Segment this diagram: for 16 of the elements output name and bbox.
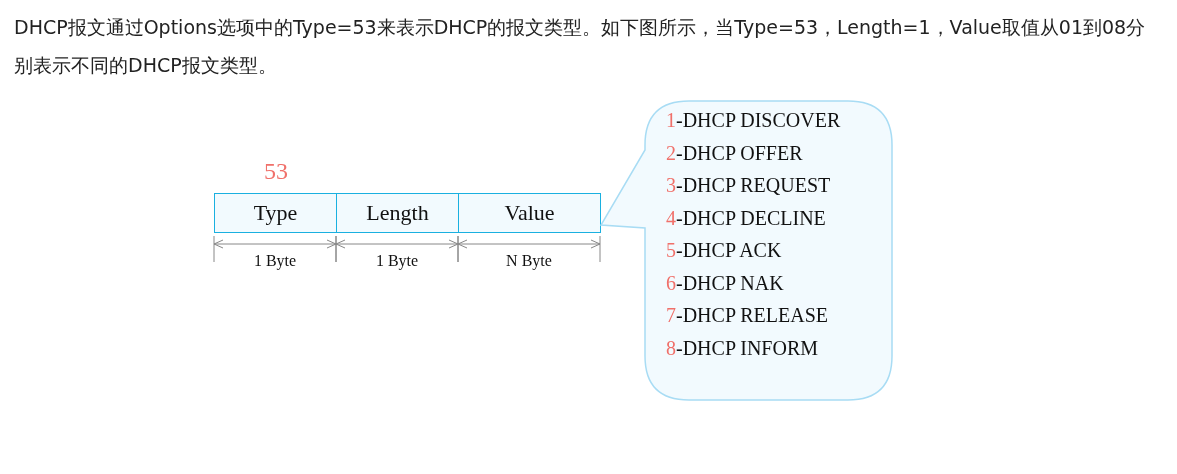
field-cell: Value (458, 193, 601, 233)
field-cell: Length (336, 193, 459, 233)
message-type-item: 8-DHCP INFORM (666, 335, 820, 361)
message-type-item: 1-DHCP DISCOVER (666, 108, 842, 133)
field-cell: Type (214, 193, 337, 233)
dimension-label: 1 Byte (252, 252, 298, 270)
dimension-label: N Byte (505, 252, 553, 270)
type-code: 53 (263, 158, 289, 185)
message-type-item: 6-DHCP NAK (666, 270, 785, 296)
message-type-item: 2-DHCP OFFER (666, 140, 804, 166)
message-type-item: 3-DHCP REQUEST (666, 173, 832, 198)
message-type-item: 5-DHCP ACK (666, 238, 783, 263)
message-type-item: 4-DHCP DECLINE (666, 205, 827, 231)
description-paragraph: DHCP报文通过Options选项中的Type=53来表示DHCP的报文类型。如下图所示，当Type=53，Length=1，Value取值从01到08分别表示不同的DHCP报文类型。 (14, 15, 1147, 78)
message-type-item: 7-DHCP RELEASE (666, 303, 830, 328)
dimension-label: 1 Byte (374, 252, 420, 270)
